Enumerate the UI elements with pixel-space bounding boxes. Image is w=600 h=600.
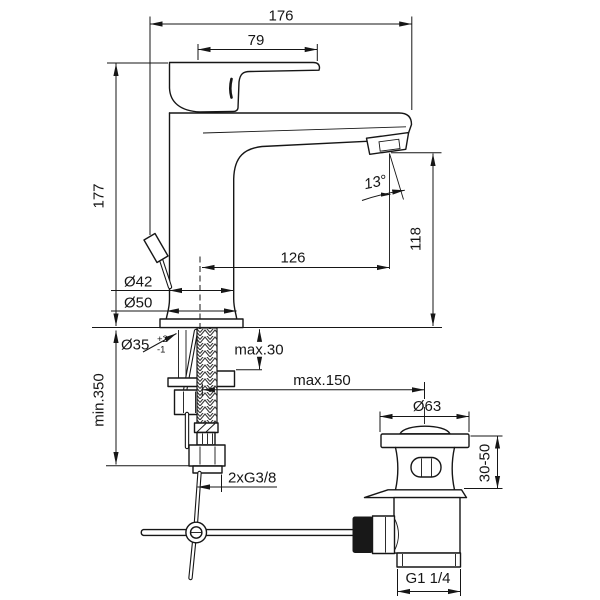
dim-base-diameter-label: Ø50 [124, 295, 152, 312]
dim-spout-angle-label: 13° [363, 172, 389, 193]
waste-inlet-seal-ring [352, 516, 373, 553]
hose-connector-nut [188, 444, 226, 467]
pull-rod-upper [159, 256, 172, 289]
crimp-mark-1 [196, 423, 207, 433]
dim-angle-arrowhead [381, 192, 392, 197]
handle-gap-shadow [229, 77, 233, 99]
dim-hole-tol-upper-label: +2 [157, 334, 168, 345]
dim-35-leader [142, 333, 177, 353]
dim-supply-connection-label: 2xG3/8 [228, 470, 276, 487]
waste-slot-opening [410, 456, 442, 478]
waste-assembly [352, 407, 470, 568]
waste-inlet-connector [371, 515, 396, 555]
dim-spout-reach-label: 126 [280, 250, 305, 267]
dim-hole-tol-lower-label: -1 [157, 345, 165, 356]
faucet-body-top [168, 112, 413, 134]
waste-top-flange [380, 433, 470, 449]
dim-waste-offset-label: max.150 [293, 372, 351, 389]
dim-waste-cap-diameter-label: Ø63 [413, 398, 441, 415]
popup-rod-lower [189, 541, 196, 580]
faucet-side-view [92, 61, 442, 581]
dim-height-label: 177 [91, 183, 108, 208]
dim-clamp-range-label: 30-50 [477, 444, 494, 482]
waste-tailpiece [396, 552, 462, 568]
pull-rod-knob [143, 232, 169, 264]
waste-bottom-flange [363, 489, 468, 499]
base-plate [159, 318, 244, 329]
handle-lever [168, 61, 321, 113]
crimp-mark-2 [205, 423, 216, 433]
hose-nut-collar [192, 465, 223, 474]
aerator [365, 131, 410, 156]
dim-hole-diameter-label: Ø35 [121, 337, 149, 354]
aerator-insert [378, 138, 401, 152]
dim-outlet-height-label: 118 [408, 227, 425, 251]
dim-overall-depth-label: 176 [268, 8, 293, 25]
dim-body-diameter-label: Ø42 [124, 274, 152, 291]
dim-waste-thread-label: G1 1/4 [405, 570, 450, 587]
dim-hose-length-label: min.350 [91, 373, 108, 426]
waste-upper-body-right [451, 446, 456, 491]
dim-lever-length-label: 79 [248, 32, 265, 49]
dim-deck-thickness-label: max.30 [234, 342, 283, 359]
supply-hose-braid [196, 327, 218, 425]
waste-lower-body [393, 496, 461, 554]
dimensions: 176 79 177 118 13° 126 Ø42 Ø50 Ø35 [91, 8, 503, 596]
spout-highlight-line [202, 126, 407, 134]
horizontal-linkage-rod [140, 528, 357, 537]
waste-dome-cap [399, 425, 451, 435]
faucet-body-front-edge [233, 140, 368, 320]
popup-rod-upper [194, 471, 201, 524]
waste-upper-body-left [394, 446, 399, 491]
waste-inlet-bore [394, 519, 399, 550]
